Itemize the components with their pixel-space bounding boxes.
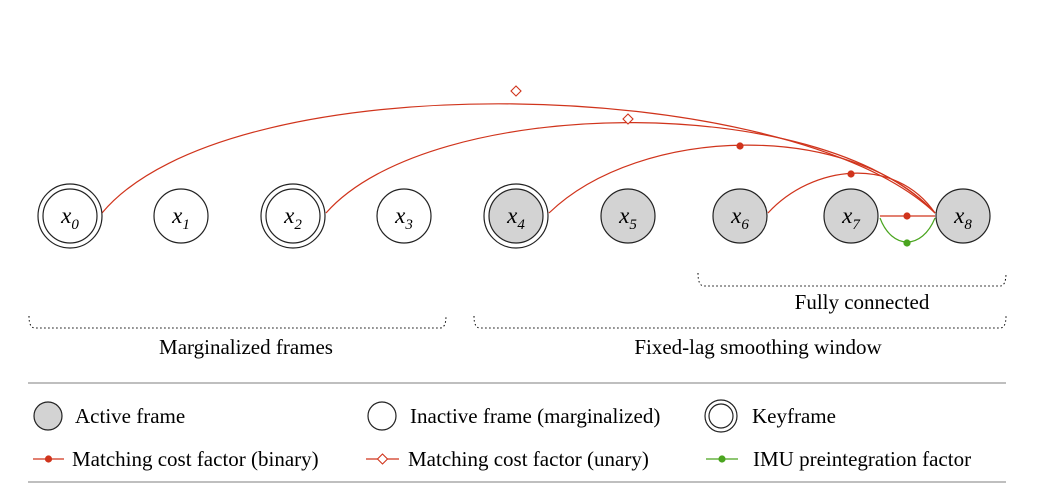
- node-circle: [600, 188, 656, 244]
- keyframe-swatch-outer: [704, 399, 738, 433]
- node-label: x2: [283, 203, 302, 233]
- keyframe-ring: [37, 183, 103, 249]
- frame-nodes: x0 x1 x2 x3 x4 x5 x6 x7: [37, 183, 991, 249]
- inactive-frame-swatch: [367, 401, 397, 431]
- keyframe-swatch-inner: [708, 403, 734, 429]
- legend: Active frame Inactive frame (marginalize…: [33, 399, 971, 471]
- fixed-lag-group: Fixed-lag smoothing window: [473, 315, 1007, 359]
- legend-unary-label: Matching cost factor (unary): [408, 447, 649, 471]
- active-frame-swatch: [33, 401, 63, 431]
- legend-active-label: Active frame: [75, 404, 185, 428]
- node-x7: x7: [823, 188, 879, 244]
- binary-factor-swatch-dot: [44, 455, 53, 463]
- legend-keyframe: Keyframe: [704, 399, 836, 433]
- fully-connected-label: Fully connected: [795, 290, 930, 314]
- fully-connected-group: Fully connected: [697, 272, 1007, 314]
- legend-binary-label: Matching cost factor (binary): [72, 447, 319, 471]
- legend-unary-factor: Matching cost factor (unary): [366, 447, 649, 471]
- fixed-lag-brace: [473, 315, 1007, 329]
- node-x4: x4: [483, 183, 549, 249]
- edge-x7-x8-imu: [879, 217, 936, 243]
- node-circle: [488, 188, 544, 244]
- keyframe-ring: [260, 183, 326, 249]
- legend-imu-label: IMU preintegration factor: [753, 447, 971, 471]
- legend-binary-factor: Matching cost factor (binary): [33, 447, 319, 471]
- node-x3: x3: [376, 188, 432, 244]
- legend-imu-factor: IMU preintegration factor: [706, 447, 971, 471]
- node-label: x7: [841, 203, 861, 233]
- unary-factor-marker-x0: [510, 85, 522, 97]
- node-circle: [935, 188, 991, 244]
- node-circle: [153, 188, 209, 244]
- unary-factor-swatch-diamond: [376, 453, 389, 465]
- legend-active-frame: Active frame: [33, 401, 185, 431]
- node-x2: x2: [260, 183, 326, 249]
- imu-factor-marker-x7: [903, 239, 911, 247]
- binary-factor-marker-x6: [847, 170, 855, 178]
- binary-factor-marker-x4: [736, 142, 744, 150]
- node-label: x8: [953, 203, 972, 233]
- node-label: x0: [60, 203, 79, 233]
- edge-x0-x8: [101, 103, 936, 214]
- node-label: x1: [171, 203, 190, 233]
- fixed-lag-label: Fixed-lag smoothing window: [634, 335, 882, 359]
- marginalized-brace: [28, 315, 447, 329]
- legend-inactive-label: Inactive frame (marginalized): [410, 404, 660, 428]
- node-x0: x0: [37, 183, 103, 249]
- node-circle: [42, 188, 98, 244]
- node-x6: x6: [712, 188, 768, 244]
- node-x8: x8: [935, 188, 991, 244]
- marginalized-label: Marginalized frames: [159, 335, 333, 359]
- keyframe-ring: [483, 183, 549, 249]
- node-circle: [376, 188, 432, 244]
- marginalized-group: Marginalized frames: [28, 315, 447, 359]
- imu-factor-swatch-dot: [718, 455, 726, 463]
- node-label: x5: [618, 203, 637, 233]
- binary-factor-marker-x7: [903, 212, 911, 220]
- node-x5: x5: [600, 188, 656, 244]
- fully-connected-brace: [697, 272, 1007, 287]
- node-circle: [823, 188, 879, 244]
- node-x1: x1: [153, 188, 209, 244]
- legend-keyframe-label: Keyframe: [752, 404, 836, 428]
- node-label: x4: [506, 203, 525, 233]
- legend-inactive-frame: Inactive frame (marginalized): [367, 401, 660, 431]
- node-circle: [712, 188, 768, 244]
- factor-edges: [101, 85, 936, 247]
- node-label: x6: [730, 203, 749, 233]
- node-circle: [265, 188, 321, 244]
- unary-factor-marker-x2: [622, 113, 634, 125]
- node-label: x3: [394, 203, 413, 233]
